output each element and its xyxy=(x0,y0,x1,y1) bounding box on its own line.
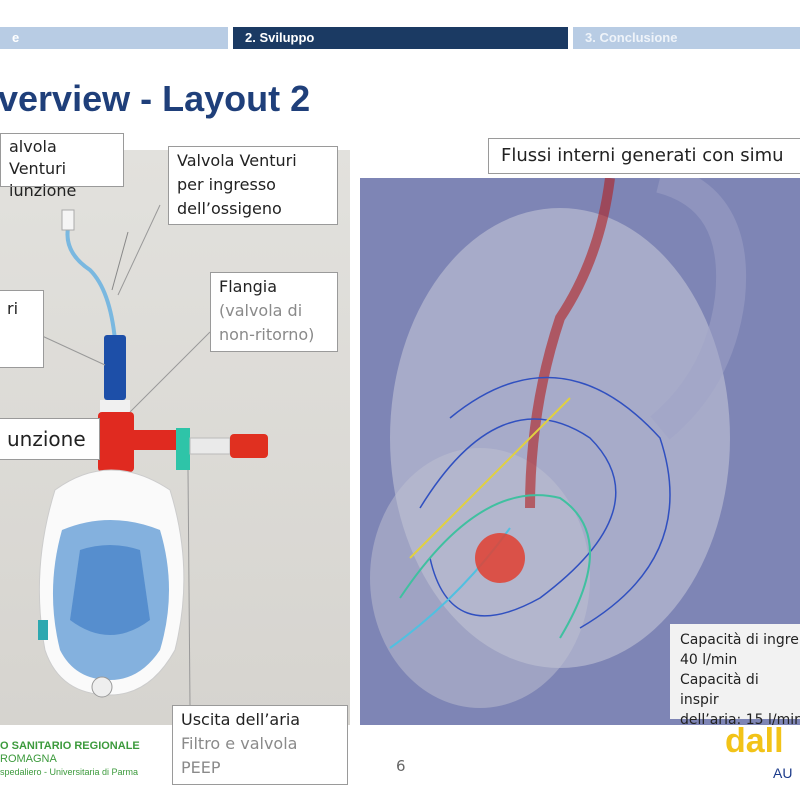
nav-tab-label: 3. Conclusione xyxy=(585,30,678,45)
callout-venturi-ossigeno: Valvola Venturi per ingresso dell’ossige… xyxy=(168,146,338,225)
callout-venturi-giunzione: alvola Venturi iunzione xyxy=(0,133,124,200)
callout-line: Valvola Venturi xyxy=(177,151,297,170)
callout-left-mid: ri xyxy=(0,290,44,368)
callout-line: Flangia xyxy=(219,277,277,296)
page-number: 6 xyxy=(396,757,406,775)
callout-uscita-aria: Uscita dell’aria Filtro e valvola PEEP xyxy=(172,705,348,785)
flow-streamlines xyxy=(370,178,747,708)
caption-line: Capacità di ingre xyxy=(680,632,799,648)
callout-line: dell’ossigeno xyxy=(177,199,282,218)
nav-tab-sviluppo[interactable]: 2. Sviluppo xyxy=(233,27,568,49)
callout-giunzione: unzione xyxy=(0,418,100,460)
caption-line: dell’aria: 15 l/mir xyxy=(680,712,800,725)
callout-line: iunzione xyxy=(9,181,77,200)
callout-line: ri xyxy=(7,299,19,318)
callout-line: (valvola di xyxy=(219,301,303,320)
simulation-title: Flussi interni generati con simu xyxy=(488,138,800,174)
nav-tab-label: e xyxy=(12,30,20,45)
callout-flangia: Flangia (valvola di non-ritorno) xyxy=(210,272,338,352)
flow-simulation-image: Capacità di ingre 40 l/min Capacità di i… xyxy=(360,178,800,725)
logo-line: ROMAGNA xyxy=(0,753,57,765)
brand-logo: dall xyxy=(725,722,784,760)
nav-tab-1[interactable]: e xyxy=(0,27,228,49)
mask-photo xyxy=(0,150,350,725)
callout-line: Uscita dell’aria xyxy=(181,710,301,729)
slide-title: verview - Layout 2 xyxy=(0,78,311,119)
nav-tab-label: 2. Sviluppo xyxy=(245,30,315,45)
logo-line: spedaliero - Universitaria di Parma xyxy=(0,767,139,777)
nav-tab-conclusione[interactable]: 3. Conclusione xyxy=(573,27,800,49)
mask-illustration xyxy=(38,204,268,706)
footer-logo-text: O SANITARIO REGIONALE ROMAGNA spedaliero… xyxy=(0,740,140,779)
simulation-caption: Capacità di ingre 40 l/min Capacità di i… xyxy=(670,624,800,725)
caption-line: 40 l/min xyxy=(680,652,738,668)
brand-logo-sub: AU xyxy=(773,765,793,781)
callout-line: per ingresso xyxy=(177,175,276,194)
callout-line: non-ritorno) xyxy=(219,325,315,344)
callout-line: Filtro e valvola xyxy=(181,734,298,753)
callout-line: alvola Venturi xyxy=(9,137,67,178)
callout-line: PEEP xyxy=(181,758,221,777)
logo-line: O SANITARIO REGIONALE xyxy=(0,740,140,752)
caption-line: Capacità di inspir xyxy=(680,672,759,708)
